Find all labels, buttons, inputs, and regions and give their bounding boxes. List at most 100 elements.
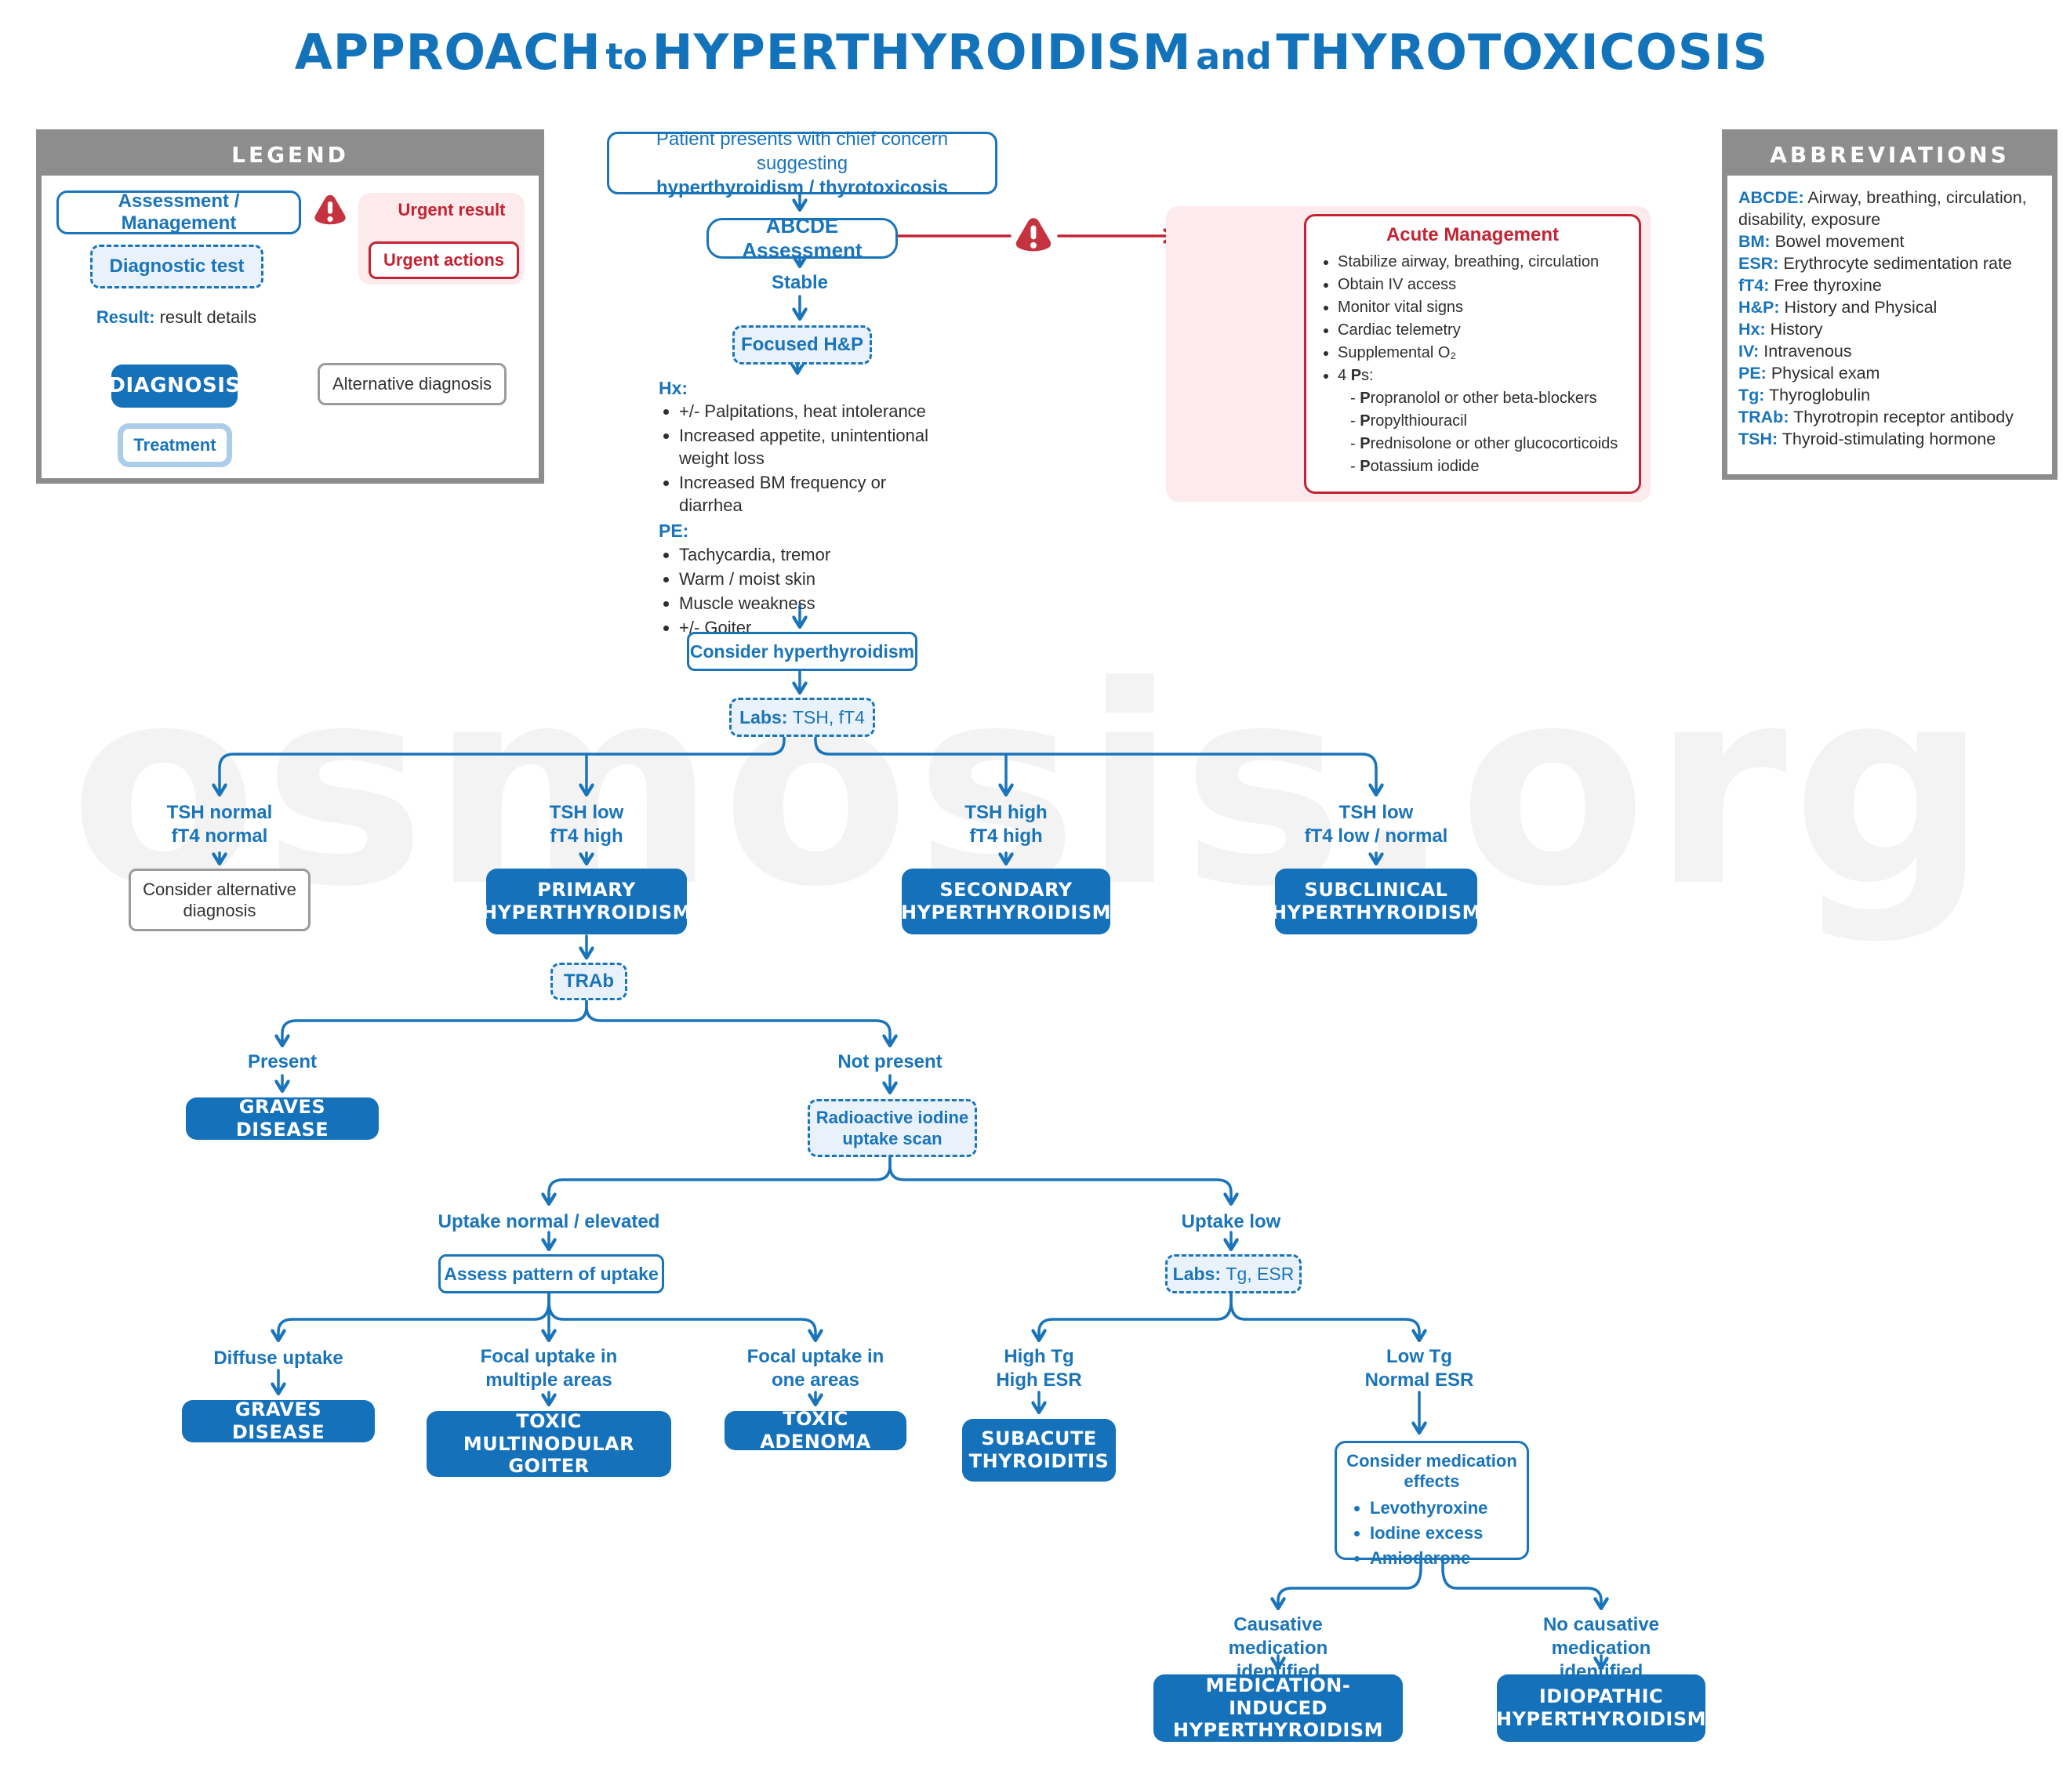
abbr-item: IV: Intravenous [1738, 340, 2041, 362]
abbr-item: fT4: Free thyroxine [1738, 274, 2041, 296]
branch-label-tsh-low: TSH low fT4 high [492, 801, 681, 848]
abbr-term: Hx: [1738, 320, 1766, 339]
med-effects-list: Levothyroxine Iodine excess Amiodarone [1349, 1496, 1487, 1572]
branch-line1: TSH low [1338, 802, 1414, 823]
acute-title: Acute Management [1386, 224, 1560, 245]
pe-label: PE: [659, 521, 689, 541]
title-word: THYROTOXICOSIS [1276, 24, 1769, 81]
focal-one-line1: Focal uptake in [746, 1346, 884, 1367]
labs-label: Labs: [739, 706, 788, 727]
secondary-hyperthyroidism-node: SECONDARY HYPERTHYROIDISM [901, 869, 1111, 934]
primary-hyperthyroidism-node: PRIMARY HYPERTHYROIDISM [481, 869, 692, 934]
branch-line1: TSH high [964, 802, 1048, 823]
abbr-item: BM: Bowel movement [1738, 230, 2041, 252]
causative-line1: Causative medication [1228, 1614, 1328, 1659]
acute-bullet: Stabilize airway, breathing, circulation [1338, 251, 1626, 274]
abbr-def: History and Physical [1784, 298, 1938, 317]
diffuse-uptake-label: Diffuse uptake [213, 1348, 343, 1369]
acute-bullet: Cardiac telemetry [1338, 319, 1626, 342]
med-effect-item: Amiodarone [1370, 1547, 1487, 1570]
labs-value: Tg, ESR [1226, 1263, 1295, 1284]
med-effect-item: Levothyroxine [1370, 1496, 1487, 1520]
abbr-term: TSH: [1738, 430, 1778, 448]
abcde-assessment-node: ABCDE Assessment [706, 214, 898, 262]
branch-line2: fT4 high [550, 825, 623, 847]
focal-one-label: Focal uptake in one areas [745, 1345, 886, 1392]
subacute-thyroiditis-node: SUBACUTE THYROIDITIS [962, 1419, 1116, 1482]
patient-line2: hyperthyroidism / thyrotoxicosis [656, 176, 949, 198]
result-label: Result: [96, 307, 155, 327]
focal-multiple-label: Focal uptake in multiple areas [478, 1345, 619, 1392]
branch-label-tsh-normal: TSH normal fT4 normal [125, 801, 314, 848]
warning-icon [312, 193, 348, 229]
consider-medication-effects-node: Consider medication effects Levothyroxin… [1335, 1441, 1529, 1568]
acute-bullet-4ps: 4 Ps: [1338, 365, 1626, 387]
branch-line2: fT4 low / normal [1304, 825, 1448, 847]
pe-item: Warm / moist skin [679, 568, 964, 590]
legend-diagnosis-node: DIAGNOSIS [108, 365, 240, 408]
abbr-item: Tg: Thyroglobulin [1738, 384, 2041, 406]
acute-bullet: Obtain IV access [1338, 274, 1626, 296]
hx-pe-block: Hx: +/- Palpitations, heat intolerance I… [659, 376, 964, 640]
high-tg-line1: High Tg [1004, 1346, 1074, 1367]
toxic-multinodular-goiter-node: TOXIC MULTINODULAR GOITER [427, 1410, 671, 1477]
abbr-def: Intravenous [1763, 342, 1852, 361]
branch-line2: fT4 high [969, 825, 1043, 847]
acute-p-item: - Potassium iodide [1350, 458, 1480, 475]
graves-disease-node: GRAVES DISEASE [186, 1096, 379, 1141]
hx-item: Increased BM frequency or diarrhea [679, 471, 949, 517]
abbr-item: TSH: Thyroid-stimulating hormone [1738, 428, 2041, 450]
pe-item: Muscle weakness [679, 592, 964, 615]
high-esr-line2: High ESR [996, 1369, 1082, 1391]
med-effects-title1: Consider medication [1346, 1451, 1517, 1471]
abbr-item: TRAb: Thyrotropin receptor antibody [1738, 406, 2041, 428]
abbr-item: Hx: History [1738, 318, 2041, 340]
hx-list: +/- Palpitations, heat intolerance Incre… [659, 400, 949, 517]
raiu-line1: Radioactive iodine [815, 1108, 969, 1127]
abbr-term: Tg: [1738, 386, 1765, 404]
pe-list: Tachycardia, tremor Warm / moist skin Mu… [659, 543, 964, 639]
normal-esr-line2: Normal ESR [1364, 1369, 1474, 1391]
abbr-def: Bowel movement [1774, 232, 1905, 251]
focal-multi-line2: multiple areas [485, 1369, 612, 1391]
hx-item: +/- Palpitations, heat intolerance [679, 400, 949, 423]
title-word: APPROACH [294, 24, 601, 81]
result-value: result details [159, 307, 257, 327]
labs-tg-esr-node: Labs: Tg, ESR [1165, 1254, 1302, 1293]
abbr-term: PE: [1738, 364, 1767, 383]
high-tg-label: High Tg High ESR [984, 1345, 1094, 1392]
hx-label: Hx: [659, 378, 688, 398]
treatment-label: Treatment [123, 429, 227, 462]
abbr-def: History [1770, 320, 1823, 339]
abbreviations-header: ABBREVIATIONS [1727, 135, 2052, 176]
abbr-term: ESR: [1738, 254, 1779, 273]
abbr-def: Thyrotropin receptor antibody [1793, 408, 2014, 426]
branch-label-tsh-high: TSH high fT4 high [912, 801, 1100, 848]
legend-urgent-actions: Urgent actions [369, 241, 519, 279]
acute-management-node: Acute Management Stabilize airway, breat… [1304, 214, 1641, 494]
abbr-term: TRAb: [1738, 408, 1789, 426]
page-title: APPROACH to HYPERTHYROIDISM and THYROTOX… [0, 24, 2063, 81]
causative-label: Causative medication identified [1192, 1613, 1364, 1684]
legend-assessment-node: Assessment / Management [56, 190, 301, 234]
abbr-term: IV: [1738, 342, 1760, 361]
acute-p-item: - Propranolol or other beta-blockers [1350, 390, 1597, 407]
legend-result-line: Result: result details [63, 307, 290, 328]
abbr-item: ABCDE: Airway, breathing, circulation, d… [1738, 187, 2041, 230]
uptake-normal-label: Uptake normal / elevated [438, 1211, 660, 1232]
present-label: Present [247, 1051, 318, 1072]
abbr-term: fT4: [1738, 276, 1770, 295]
trab-node: TRAb [550, 963, 627, 1000]
abbr-term: BM: [1738, 232, 1771, 251]
branch-line1: TSH low [549, 802, 624, 823]
med-effect-item: Iodine excess [1370, 1522, 1487, 1545]
title-word: and [1196, 35, 1272, 78]
abbr-item: ESR: Erythrocyte sedimentation rate [1738, 252, 2041, 274]
low-tg-label: Low Tg Normal ESR [1357, 1345, 1482, 1392]
acute-bullet: Supplemental O₂ [1338, 342, 1626, 365]
warning-icon [1013, 216, 1054, 256]
abbr-item: PE: Physical exam [1738, 362, 2041, 384]
toxic-adenoma-node: TOXIC ADENOMA [725, 1408, 906, 1453]
legend-diagnostic-node: Diagnostic test [90, 245, 263, 288]
